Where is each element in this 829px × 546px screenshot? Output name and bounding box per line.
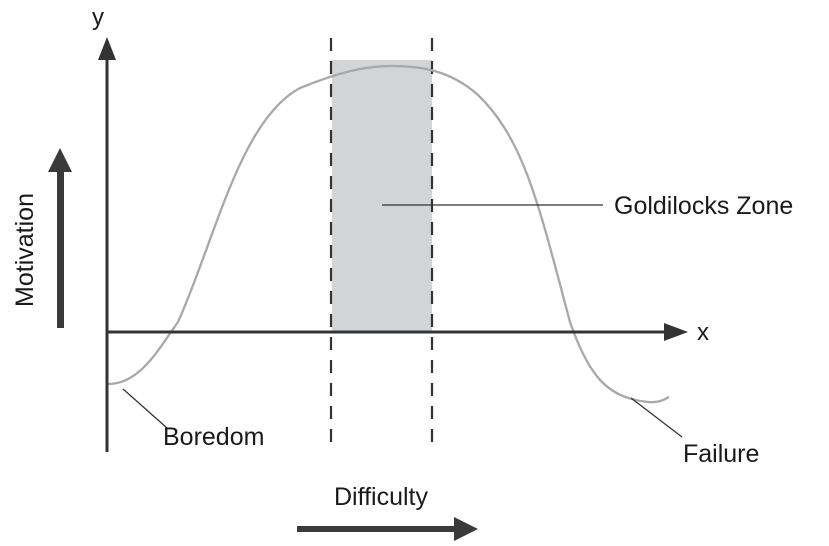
goldilocks-zone-label: Goldilocks Zone xyxy=(614,192,793,220)
difficulty-arrow-head xyxy=(454,517,478,541)
motivation-arrow-head xyxy=(48,148,72,172)
y-axis-arrowhead xyxy=(98,37,116,60)
boredom-leader-line xyxy=(122,388,168,429)
motivation-label: Motivation xyxy=(11,193,39,307)
difficulty-arrow-shaft xyxy=(297,526,457,532)
difficulty-label: Difficulty xyxy=(334,483,429,511)
failure-label: Failure xyxy=(683,440,759,468)
x-axis-arrowhead xyxy=(664,323,688,341)
failure-leader-line xyxy=(630,397,683,438)
motivation-arrow-shaft xyxy=(57,170,64,328)
y-axis-letter: y xyxy=(92,4,104,31)
x-axis-letter: x xyxy=(697,319,709,346)
motivation-curve xyxy=(107,64,670,404)
goldilocks-zone-band xyxy=(332,60,432,332)
boredom-label: Boredom xyxy=(163,423,264,451)
